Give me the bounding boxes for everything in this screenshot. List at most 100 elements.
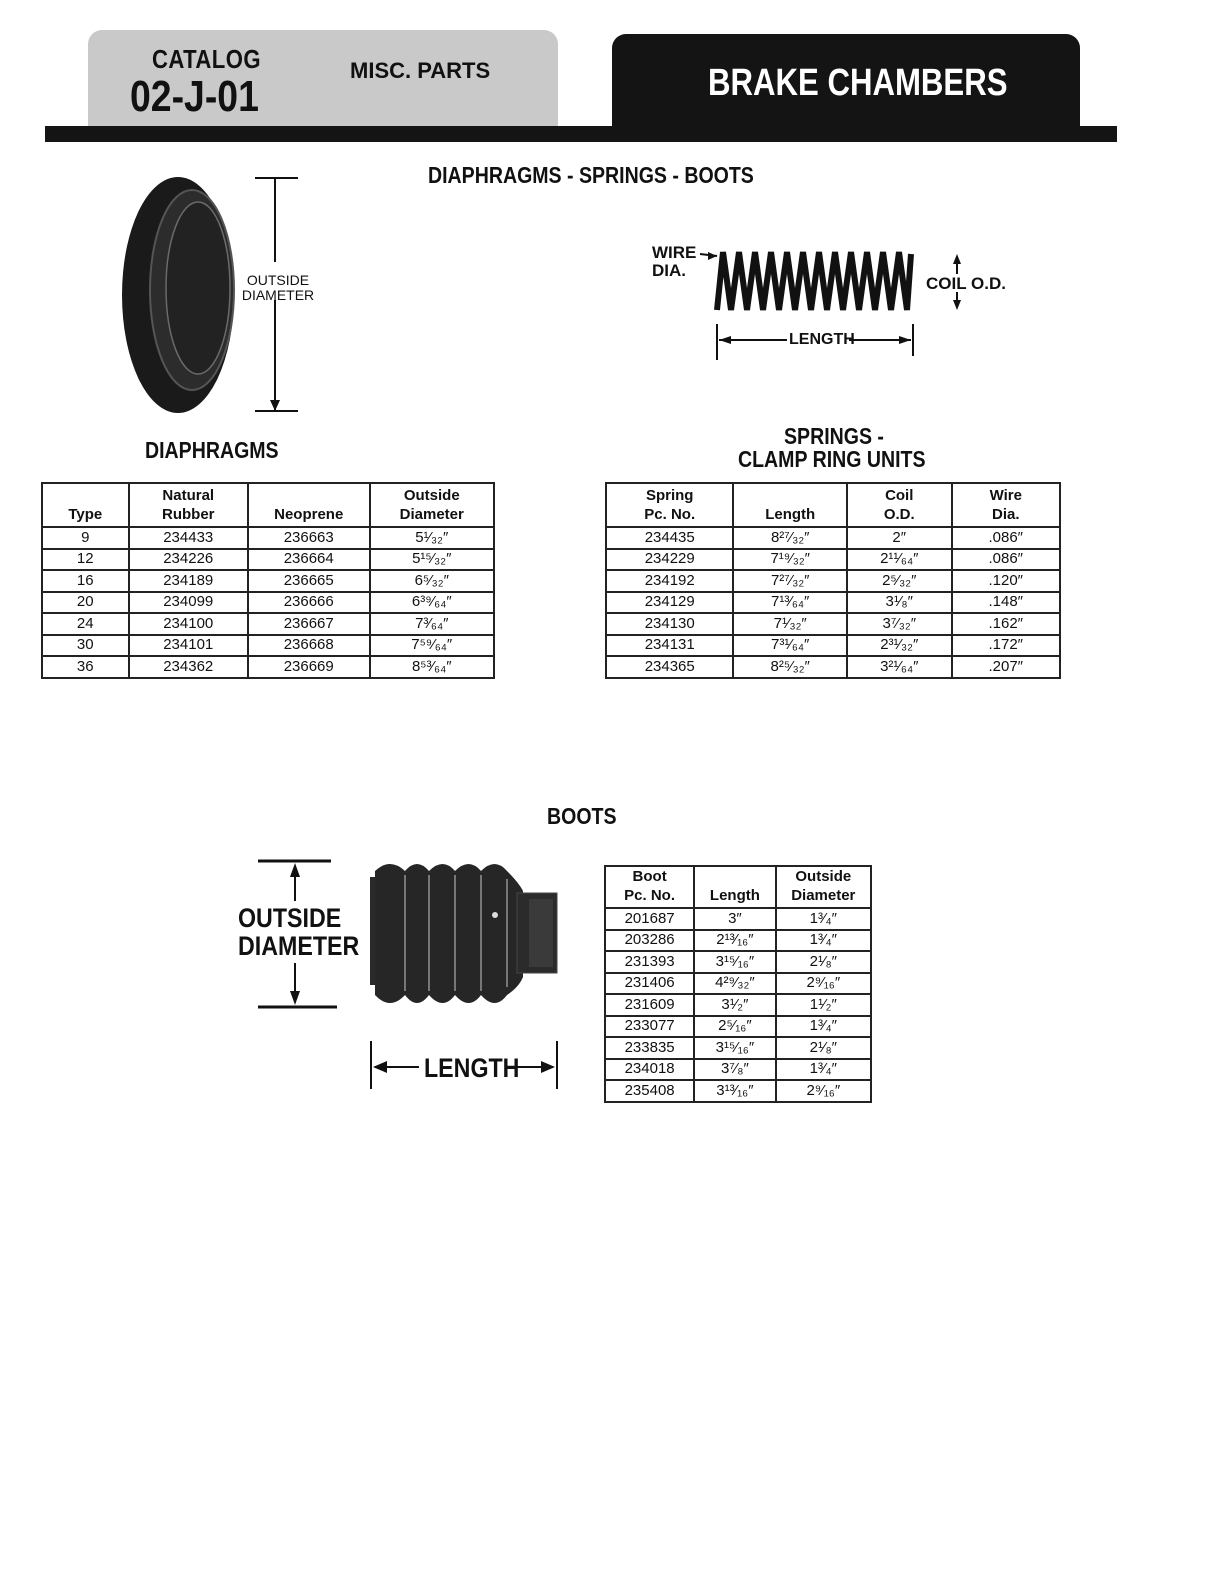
table-cell: 7³¹⁄₆₄″ <box>732 633 848 657</box>
table-cell: 236668 <box>246 633 371 657</box>
table-cell: 1¹⁄₂″ <box>774 993 873 1017</box>
diaphragm-header-neoprene: Neoprene <box>246 482 371 528</box>
table-cell: .207″ <box>950 655 1061 679</box>
table-cell: 7¹⁄₃₂″ <box>732 612 848 636</box>
table-cell: .162″ <box>950 612 1061 636</box>
table-cell: 236669 <box>246 655 371 679</box>
table-cell: 4²⁹⁄₃₂″ <box>693 971 777 995</box>
table-cell: 234130 <box>604 612 735 636</box>
table-cell: 236666 <box>246 590 371 614</box>
table-cell: 3¹⁵⁄₁₆″ <box>693 950 777 974</box>
table-cell: 234099 <box>127 590 249 614</box>
table-cell: 2¹⁄₈″ <box>774 950 873 974</box>
table-cell: 234192 <box>604 569 735 593</box>
table-cell: 1³⁄₄″ <box>774 928 873 952</box>
table-cell: 234229 <box>604 547 735 571</box>
table-cell: .120″ <box>950 569 1061 593</box>
section-label: MISC. PARTS <box>350 58 491 83</box>
table-cell: 231406 <box>603 971 696 995</box>
table-cell: .086″ <box>950 547 1061 571</box>
catalog-number: 02-J-01 <box>130 72 259 121</box>
table-cell: 30 <box>41 633 130 657</box>
table-cell: 236665 <box>246 569 371 593</box>
table-cell: 2¹¹⁄₆₄″ <box>845 547 953 571</box>
table-cell: 9 <box>41 526 130 550</box>
boot-length-label: LENGTH <box>424 1053 520 1083</box>
table-cell: 201687 <box>603 907 696 931</box>
boot-illustration <box>258 859 558 1089</box>
catalog-tab <box>88 30 558 140</box>
table-cell: 5¹⁄₃₂″ <box>368 526 495 550</box>
boots-title: BOOTS <box>547 803 617 829</box>
table-cell: 20 <box>41 590 130 614</box>
spring-length-label: LENGTH <box>789 331 855 348</box>
springs-title-line1: SPRINGS - <box>784 423 884 449</box>
table-cell: 234100 <box>127 612 249 636</box>
table-cell: 3¹⁄₂″ <box>693 993 777 1017</box>
table-cell: 234101 <box>127 633 249 657</box>
table-cell: 7³⁄₆₄″ <box>368 612 495 636</box>
springs-title-line2: CLAMP RING UNITS <box>738 446 926 472</box>
table-cell: 2⁹⁄₁₆″ <box>774 971 873 995</box>
catalog-label: CATALOG <box>152 44 261 74</box>
wire-dia-label: WIRE DIA. <box>652 243 697 280</box>
table-cell: 2⁵⁄₃₂″ <box>845 569 953 593</box>
diaphragm-header-type: Type <box>41 482 130 528</box>
table-cell: 3¹⁄₈″ <box>845 590 953 614</box>
header-bar <box>45 126 1117 142</box>
table-cell: 1³⁄₄″ <box>774 907 873 931</box>
table-cell: 234435 <box>604 526 735 550</box>
diaphragm-illustration <box>122 177 298 413</box>
table-cell: 234365 <box>604 655 735 679</box>
spring-illustration <box>699 251 961 360</box>
table-cell: 2³¹⁄₃₂″ <box>845 633 953 657</box>
table-cell: 7¹⁹⁄₃₂″ <box>732 547 848 571</box>
table-cell: 6⁵⁄₃₂″ <box>368 569 495 593</box>
table-cell: 3¹³⁄₁₆″ <box>693 1079 777 1103</box>
table-cell: 8²⁷⁄₃₂″ <box>732 526 848 550</box>
table-cell: 234433 <box>127 526 249 550</box>
table-cell: 231609 <box>603 993 696 1017</box>
table-cell: 2⁵⁄₁₆″ <box>693 1014 777 1038</box>
table-cell: 7¹³⁄₆₄″ <box>732 590 848 614</box>
table-cell: 235408 <box>603 1079 696 1103</box>
table-cell: 2″ <box>845 526 953 550</box>
table-cell: 234018 <box>603 1057 696 1081</box>
title-tab <box>612 34 1080 140</box>
table-cell: 3²¹⁄₆₄″ <box>845 655 953 679</box>
diaphragm-od-label: OUTSIDE DIAMETER <box>241 272 315 303</box>
table-cell: .172″ <box>950 633 1061 657</box>
table-cell: 203286 <box>603 928 696 952</box>
table-cell: 234226 <box>127 547 249 571</box>
table-cell: 36 <box>41 655 130 679</box>
boot-od-label: OUTSIDE DIAMETER <box>238 903 360 961</box>
coil-od-label: COIL O.D. <box>926 274 1006 293</box>
table-cell: 8²⁵⁄₃₂″ <box>732 655 848 679</box>
table-cell: 6³⁹⁄₆₄″ <box>368 590 495 614</box>
table-cell: 12 <box>41 547 130 571</box>
